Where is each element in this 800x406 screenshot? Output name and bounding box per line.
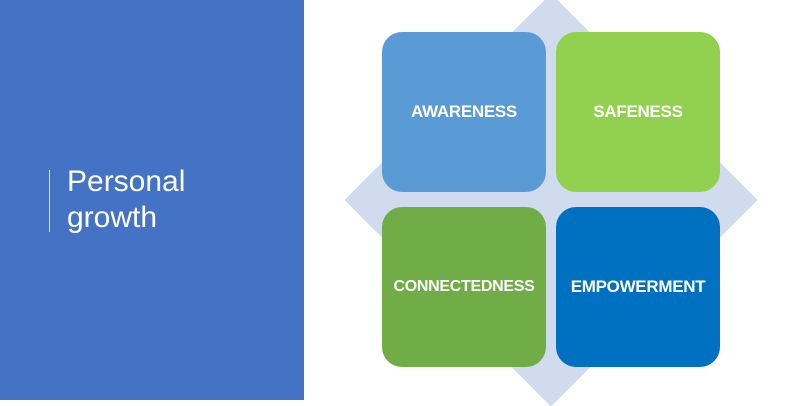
quadrant-label: CONNECTEDNESS: [393, 278, 535, 295]
accent-bar: [49, 170, 50, 232]
title-panel: Personal growth: [0, 0, 304, 400]
quadrant-connectedness: CONNECTEDNESS: [382, 207, 546, 367]
quadrant-label: EMPOWERMENT: [570, 277, 706, 296]
title-line-1: Personal: [67, 165, 186, 198]
quadrant-label: AWARENESS: [411, 102, 517, 121]
slide-title: Personal growth: [67, 164, 185, 236]
quadrant-safeness: SAFENESS: [556, 32, 720, 192]
quadrant-label: SAFENESS: [593, 102, 683, 121]
title-line-2: growth: [67, 201, 158, 234]
quadrant-empowerment: EMPOWERMENT: [556, 207, 720, 367]
quadrant-awareness: AWARENESS: [382, 32, 546, 192]
